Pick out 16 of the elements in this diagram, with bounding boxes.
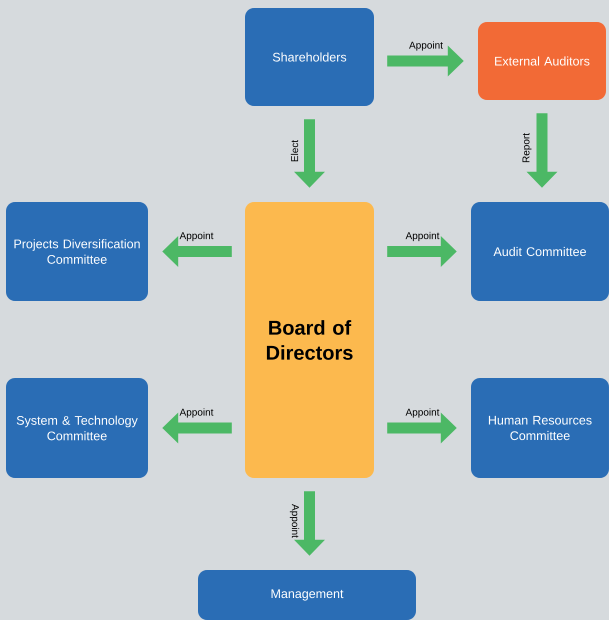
board-box: Board of Directors: [245, 202, 374, 478]
edge-label: Appoint: [406, 232, 440, 242]
committee-box: System & Technology Committee: [6, 378, 148, 478]
committee-box: Management: [198, 570, 416, 620]
edge-label: Appoint: [180, 232, 214, 242]
committee-box: Human Resources Committee: [471, 378, 609, 478]
committee-box: External Auditors: [478, 22, 606, 100]
edge-label: Report: [522, 133, 532, 162]
edge-label: Appoint: [180, 408, 214, 418]
committee-box: Projects Diversification Committee: [6, 202, 148, 301]
edge-label: Appoint: [406, 408, 440, 418]
committee-box: Audit Committee: [471, 202, 609, 301]
edge-label: Elect: [290, 140, 298, 162]
edge-label: Appoint: [409, 41, 443, 51]
committee-box: Shareholders: [245, 8, 374, 106]
edge-label: Appoint: [290, 504, 300, 538]
